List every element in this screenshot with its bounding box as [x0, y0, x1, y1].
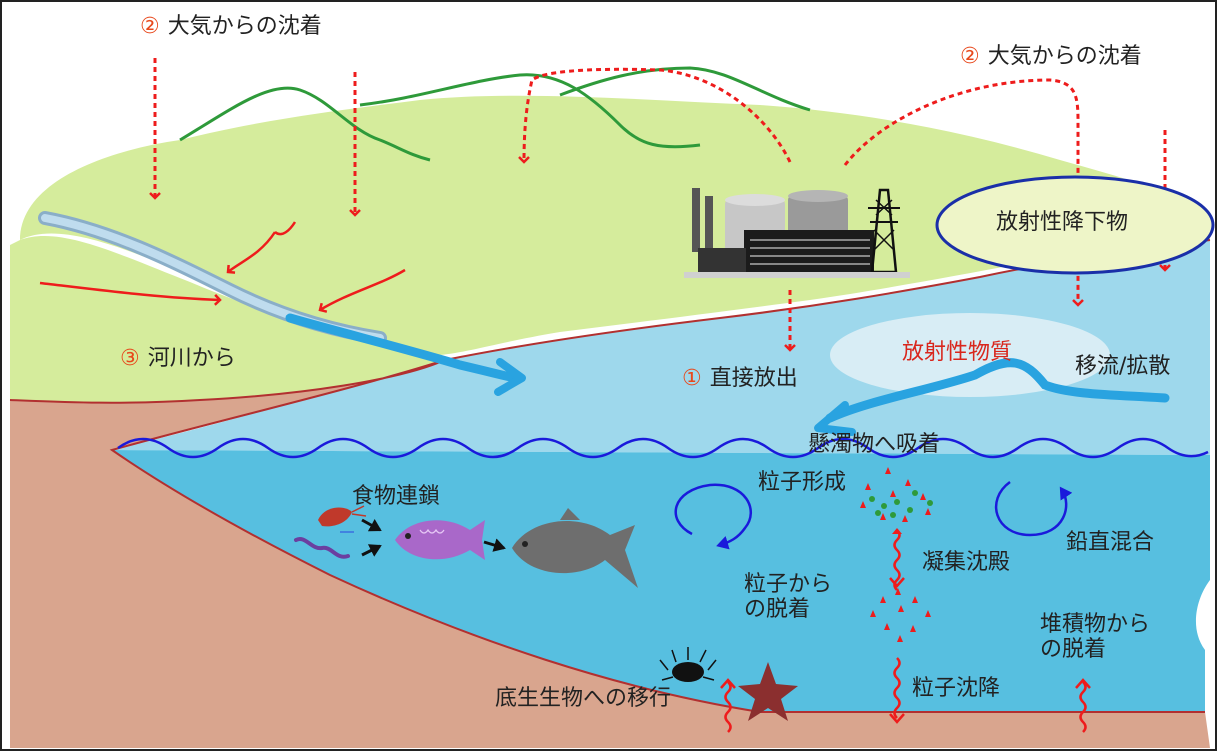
particle-desorption-label: 粒子から の脱着: [744, 572, 833, 623]
river-flow-arrow: [285, 313, 520, 383]
mountain-ridge: [179, 86, 431, 162]
land-area-lower: [10, 235, 445, 403]
particle-settling-label: 粒子沈降: [912, 676, 1001, 701]
coagulated-particles: [870, 588, 931, 642]
advection-arrowhead: [814, 401, 856, 436]
deep-sea: [112, 450, 1210, 712]
river-input-label: ③ 河川から: [120, 346, 236, 371]
atmospheric-deposition-label: ② 大気からの沈着: [140, 14, 322, 39]
label-text: 大気からの沈着: [987, 44, 1142, 69]
mountain-ridge: [559, 66, 811, 112]
coagulation-label: 凝集沈殿: [922, 550, 1011, 575]
benthos-transfer-label: 底生生物への移行: [495, 686, 672, 711]
settling-wavy-arrow: [893, 529, 901, 591]
small-fish-icon: [395, 520, 485, 560]
fallout-ellipse: [935, 175, 1215, 275]
particle-cluster: [860, 467, 933, 534]
sea-surface-waves: [117, 437, 1209, 459]
runoff-arrow: [318, 268, 406, 313]
shore-line: [9, 359, 1205, 713]
food-chain-arrow: [361, 518, 382, 532]
vertical-mixing-label: 鉛直混合: [1066, 530, 1155, 555]
deposition-arrow: [843, 78, 1084, 307]
label-text: 大気からの沈着: [167, 14, 322, 39]
sediment-settling-arrowhead: [889, 713, 905, 724]
advection-arrow: [825, 358, 1170, 423]
label-text: 河川から: [147, 346, 236, 371]
power-plant-icon: [684, 188, 910, 278]
large-fish-icon: [512, 508, 638, 588]
runoff-arrow: [274, 221, 297, 236]
step-number-1: ①: [682, 366, 702, 391]
starfish-icon: [738, 662, 798, 721]
mountain-ridge: [359, 73, 701, 149]
adsorption-label: 懸濁物へ吸着: [808, 432, 941, 457]
radioactive-material-label: 放射性物質: [902, 340, 1013, 365]
deposition-arrow: [518, 67, 792, 164]
benthos-upward-arrow: [724, 681, 732, 733]
river-flow-arrowhead: [494, 358, 526, 396]
food-chain-arrow: [483, 538, 506, 552]
runoff-arrow: [226, 231, 277, 274]
sediment-settling-arrow: [893, 657, 901, 719]
sea-urchin-icon: [659, 647, 717, 682]
runoff-arrow: [39, 281, 222, 306]
seabed: [10, 360, 1210, 748]
step-number-2: ②: [140, 14, 160, 39]
worm-icon: [294, 537, 350, 559]
mixing-arrow-left: [674, 483, 752, 550]
food-chain-label: 食物連鎖: [352, 484, 441, 509]
settling-arrowhead: [889, 577, 905, 588]
direct-discharge-label: ① 直接放出: [682, 366, 798, 391]
step-number-2: ②: [960, 44, 980, 69]
food-chain-arrow: [361, 544, 382, 557]
mixing-arrow-right: [994, 480, 1073, 537]
atmospheric-deposition-label: ② 大気からの沈着: [960, 44, 1142, 69]
radioactive-fallout-label: 放射性降下物: [996, 210, 1129, 235]
advection-diffusion-label: 移流/拡散: [1075, 354, 1171, 379]
particle-formation-label: 粒子形成: [758, 470, 847, 495]
sediment-desorption-label: 堆積物から の脱着: [1040, 612, 1151, 663]
label-text: 直接放出: [709, 366, 798, 391]
shallow-sea: [110, 240, 1210, 455]
step-number-3: ③: [120, 346, 140, 371]
sediment-upward-arrowhead: [1075, 678, 1091, 689]
shrimp-icon: [318, 505, 367, 527]
sediment-upward-arrow: [1079, 681, 1087, 733]
land-area: [20, 95, 1210, 355]
benthos-upward-arrowhead: [720, 678, 736, 689]
